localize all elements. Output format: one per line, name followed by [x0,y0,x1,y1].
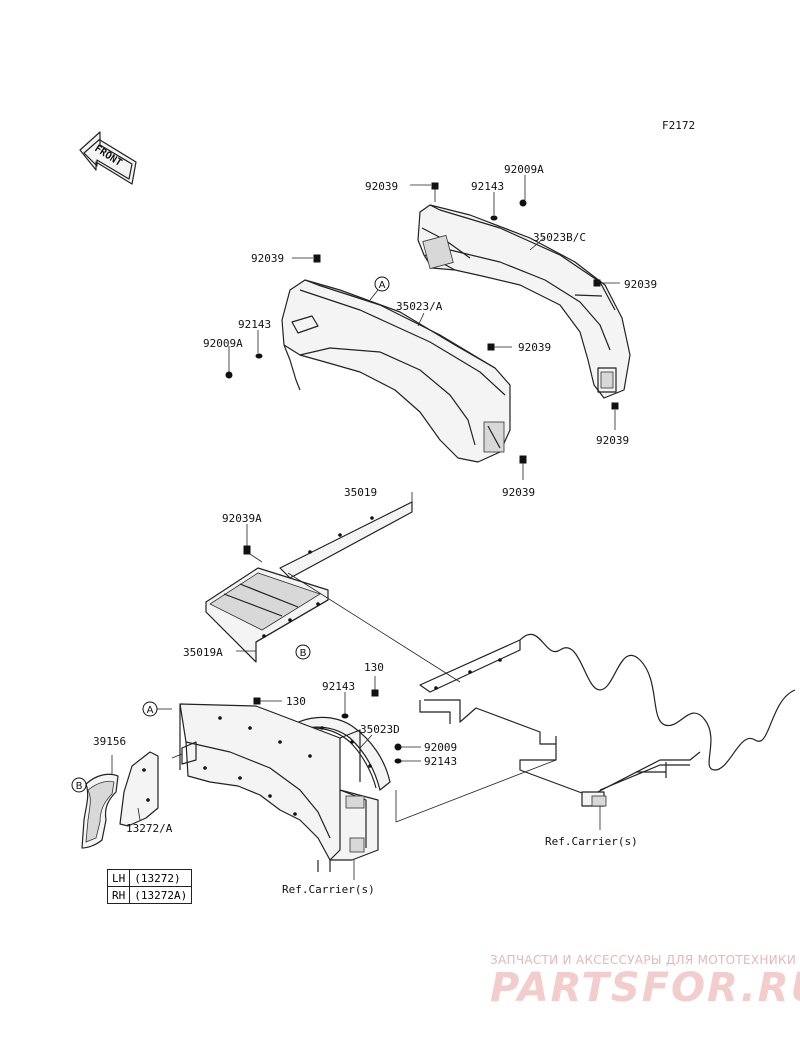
fender-35023a [281,279,511,463]
label-35019: 35019 [344,486,377,499]
label-92039-top: 92039 [365,180,398,193]
legend-side: LH [106,869,131,887]
label-92039-r1: 92039 [624,278,657,291]
label-92143-top: 92143 [471,180,504,193]
bolt-130-b [253,697,282,705]
front-arrow-icon: FRONT [79,131,137,185]
bolt-92009a-left [225,371,233,379]
bolt-92039-left [313,254,321,263]
bracket-13272 [119,741,197,827]
bolt-92039-r2 [611,402,619,410]
svg-text:B: B [300,648,307,659]
label-92039-left: 92039 [251,252,284,265]
bolt-92009 [394,743,421,751]
legend-part: (13272A) [129,886,193,904]
label-92143-left: 92143 [238,318,271,331]
label-ref-carrier-1: Ref.Carrier(s) [545,835,638,848]
bolt-92039-bot [519,455,527,464]
plate-39156 [81,755,119,849]
leader-35023d [359,734,373,749]
legend-row: RH (13272A) [106,886,193,904]
svg-text:A: A [379,280,386,291]
label-130-b: 130 [286,695,306,708]
label-35023a: 35023/A [396,300,443,313]
flap-35019a [205,567,329,663]
bolt-92039-mid [487,343,495,351]
label-13272a: 13272/A [126,822,173,835]
washer-92143-c [341,692,349,719]
legend-row: LH (13272) [106,869,193,887]
callout-b-upper: B [295,644,311,660]
label-39156: 39156 [93,735,126,748]
inner-panel [179,703,379,880]
label-92039-mid: 92039 [518,341,551,354]
label-92039-bot: 92039 [502,486,535,499]
leader-35019-carrier [287,572,461,683]
carrier-frame [419,633,796,830]
label-92143-d: 92143 [424,755,457,768]
callout-b-lower: B [71,777,87,793]
label-92039a: 92039A [222,512,262,525]
watermark-tagline: ЗАПЧАСТИ И АКСЕССУАРЫ ДЛЯ МОТОТЕХНИКИ [490,953,797,967]
label-92039-r2: 92039 [596,434,629,447]
fender-35023bc [417,204,631,399]
washer-92143-left [255,353,263,359]
washer-92143-top [490,215,498,221]
bolt-92009a-top [519,199,527,207]
watermark-brand: PARTSFOR.RU [490,965,800,1011]
side-legend-table: LH (13272) RH (13272A) [106,869,193,904]
callout-a-lower: A [142,701,172,717]
svg-text:B: B [76,781,83,792]
flap-35019 [279,492,413,579]
label-35019a: 35019A [183,646,223,659]
svg-text:A: A [147,705,154,716]
figure-code: F2172 [662,119,695,132]
bolt-92039a [243,524,263,563]
label-ref-carrier-2: Ref.Carrier(s) [282,883,375,896]
label-35023d: 35023D [360,723,400,736]
label-35023bc: 35023B/C [533,231,586,244]
label-92009a-left: 92009A [203,337,243,350]
leaders-upper [228,175,620,480]
callout-a-upper: A [374,276,390,292]
label-92143-c: 92143 [322,680,355,693]
leader-liner-carrier-2 [395,759,557,823]
label-92009: 92009 [424,741,457,754]
washer-92143-d [394,758,421,764]
bolt-92039-top [431,182,439,202]
bolt-130-a [371,676,379,697]
bolt-92039-r1 [593,279,601,287]
label-92009a-top: 92009A [504,163,544,176]
label-130-a: 130 [364,661,384,674]
legend-side: RH [106,886,131,904]
legend-part: (13272) [129,869,193,887]
